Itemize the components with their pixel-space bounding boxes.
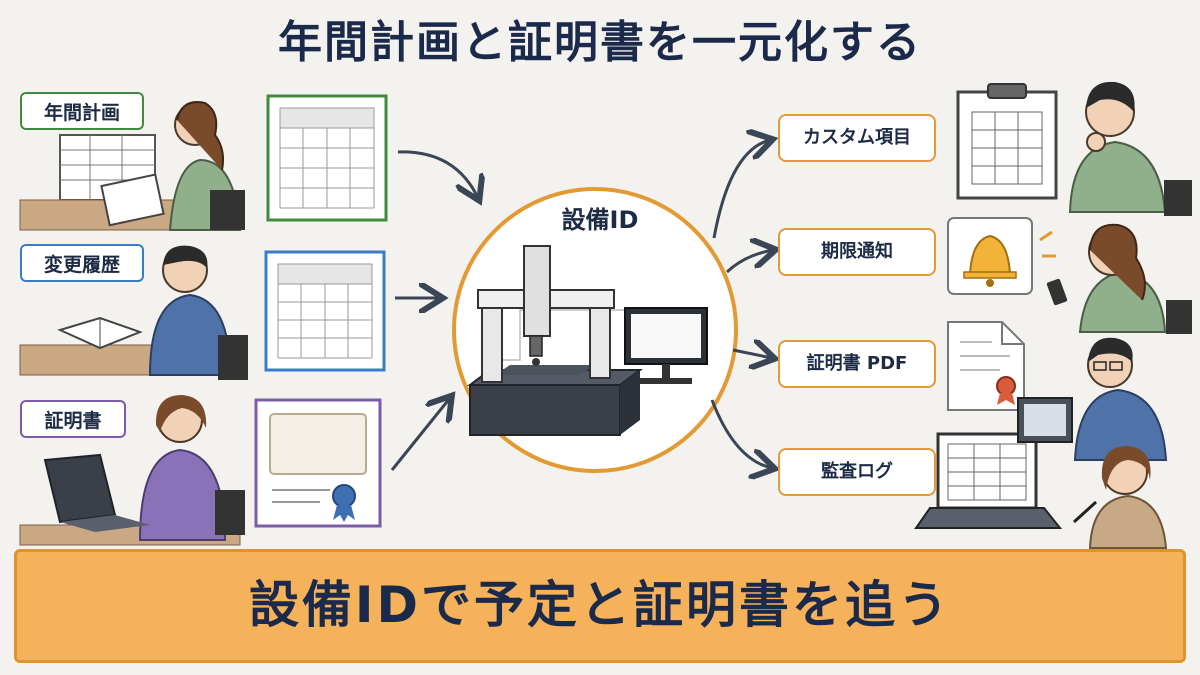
output-arrows	[710, 140, 773, 468]
page-title: 年間計画と証明書を一元化する	[278, 17, 922, 68]
summary-banner: 設備IDで予定と証明書を追う	[14, 549, 1186, 663]
input-label-change-history: 変更履歴	[20, 244, 144, 282]
person-laptop-glasses-illustration	[1017, 337, 1168, 461]
person-editor-illustration	[19, 245, 248, 380]
clipboard-icon	[956, 83, 1058, 200]
output-audit-log: 監査ログ	[778, 448, 936, 496]
annual-plan-document-icon	[266, 94, 388, 222]
output-custom-fields: カスタム項目	[778, 114, 936, 162]
input-arrows	[390, 150, 478, 471]
bell-icon	[947, 217, 1056, 295]
output-deadline-notice: 期限通知	[778, 228, 936, 276]
certificate-document-icon	[254, 398, 382, 528]
laptop-audit-icon	[914, 432, 1063, 529]
hub-label-equipment-id: 設備ID	[561, 206, 639, 234]
output-certificate-pdf: 証明書 PDF	[778, 340, 936, 388]
input-label-annual-plan: 年間計画	[20, 92, 144, 130]
person-thinking-illustration	[1068, 81, 1192, 216]
equipment-hub	[452, 187, 738, 473]
change-history-document-icon	[264, 250, 386, 372]
person-planner-illustration	[19, 101, 245, 231]
person-pen-illustration	[1072, 446, 1168, 549]
person-certificate-illustration	[19, 395, 245, 546]
pdf-certificate-icon	[947, 321, 1025, 411]
person-phone-illustration	[1046, 223, 1192, 334]
input-label-certificate: 証明書	[20, 400, 126, 438]
